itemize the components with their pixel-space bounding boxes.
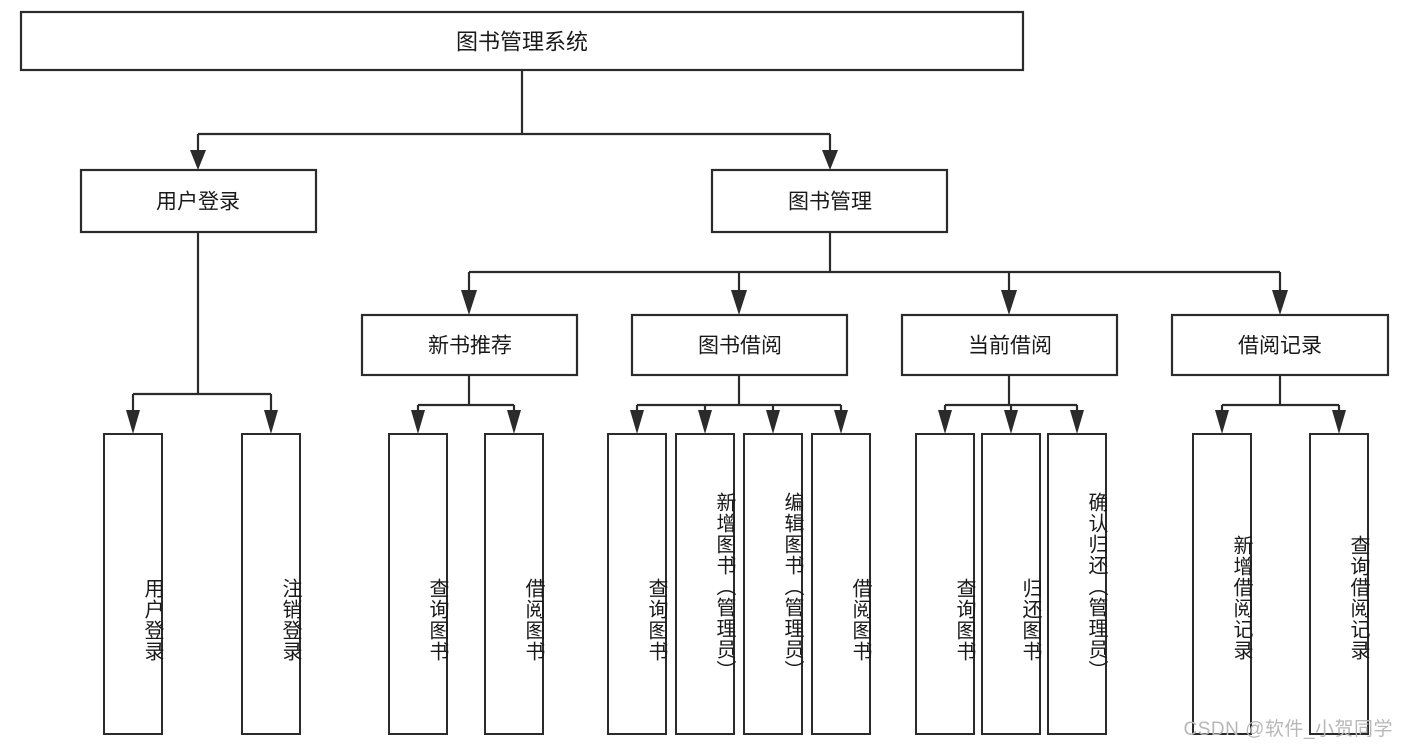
arrow-head-borrow-record xyxy=(1272,290,1288,315)
node-user-login-label: 用户登录 xyxy=(156,191,240,214)
arrow-head-leaf-logout xyxy=(264,410,278,434)
arrow-head-leaf-query-record xyxy=(1332,410,1346,434)
leaf-box-user-login[interactable] xyxy=(103,433,163,735)
node-root[interactable]: 图书管理系统 xyxy=(19,10,1025,72)
node-book-borrow-box[interactable] xyxy=(630,313,849,377)
node-new-book-rec-label: 新书推荐 xyxy=(428,335,512,358)
connector-group-user-login xyxy=(126,232,278,434)
node-book-mgmt-label: 图书管理 xyxy=(788,191,872,214)
arrow-head-leaf-edit-book xyxy=(766,410,780,434)
arrow-head-leaf-borrow-book-2 xyxy=(834,410,848,434)
leaf-box-confirm-return[interactable] xyxy=(1047,433,1107,735)
node-current-borrow-label: 当前借阅 xyxy=(968,335,1052,358)
node-book-mgmt-box[interactable] xyxy=(710,168,949,234)
node-borrow-record[interactable]: 借阅记录 xyxy=(1170,313,1390,377)
leaf-box-logout[interactable] xyxy=(241,433,301,735)
arrow-head-leaf-query-book-2 xyxy=(630,410,644,434)
leaf-box-query-record[interactable] xyxy=(1309,433,1369,735)
arrow-head-new-book-rec xyxy=(461,290,477,315)
leaf-box-borrow-book-2[interactable] xyxy=(811,433,871,735)
node-user-login-box[interactable] xyxy=(79,168,318,234)
leaf-box-borrow-book-1[interactable] xyxy=(484,433,544,735)
arrow-head-leaf-add-book xyxy=(698,410,712,434)
connector-group-book-borrow xyxy=(630,375,848,434)
node-book-borrow-label: 图书借阅 xyxy=(698,335,782,358)
arrow-head-leaf-return-book xyxy=(1004,410,1018,434)
watermark-text: CSDN @软件_小贺同学 xyxy=(1183,719,1393,740)
node-new-book-rec-box[interactable] xyxy=(360,313,579,377)
leaf-box-edit-book[interactable] xyxy=(743,433,803,735)
node-user-login[interactable]: 用户登录 xyxy=(79,168,318,234)
node-new-book-rec[interactable]: 新书推荐 xyxy=(360,313,579,377)
connector-group-borrow-record xyxy=(1215,375,1346,434)
connector-group-new-book-rec xyxy=(411,375,521,434)
leaf-box-query-book-3[interactable] xyxy=(915,433,975,735)
arrow-head-book-borrow xyxy=(731,290,747,315)
leaf-box-add-book[interactable] xyxy=(675,433,735,735)
node-root-box[interactable] xyxy=(19,10,1025,72)
arrow-head-book-mgmt xyxy=(822,150,838,170)
connector-group-book-mgmt xyxy=(461,232,1288,315)
node-current-borrow[interactable]: 当前借阅 xyxy=(900,313,1119,377)
leaf-box-add-record[interactable] xyxy=(1192,433,1252,735)
arrow-head-leaf-borrow-book-1 xyxy=(507,410,521,434)
arrow-head-leaf-add-record xyxy=(1215,410,1229,434)
arrow-head-leaf-query-book-1 xyxy=(411,410,425,434)
leaf-box-return-book[interactable] xyxy=(981,433,1041,735)
arrow-head-leaf-query-book-3 xyxy=(938,410,952,434)
node-book-mgmt[interactable]: 图书管理 xyxy=(710,168,949,234)
leaf-box-query-book-1[interactable] xyxy=(388,433,448,735)
arrow-head-leaf-confirm-return xyxy=(1070,410,1084,434)
node-borrow-record-box[interactable] xyxy=(1170,313,1390,377)
node-borrow-record-label: 借阅记录 xyxy=(1238,335,1322,358)
arrow-head-current-borrow xyxy=(1001,290,1017,315)
node-current-borrow-box[interactable] xyxy=(900,313,1119,377)
arrow-head-leaf-user-login xyxy=(126,410,140,434)
arrow-head-user-login xyxy=(190,150,206,170)
node-root-label: 图书管理系统 xyxy=(456,30,588,55)
connector-group-current-borrow xyxy=(938,375,1084,434)
leaf-boxes xyxy=(103,433,1369,735)
connector-group-root xyxy=(190,70,838,170)
node-book-borrow[interactable]: 图书借阅 xyxy=(630,313,849,377)
leaf-box-query-book-2[interactable] xyxy=(607,433,667,735)
